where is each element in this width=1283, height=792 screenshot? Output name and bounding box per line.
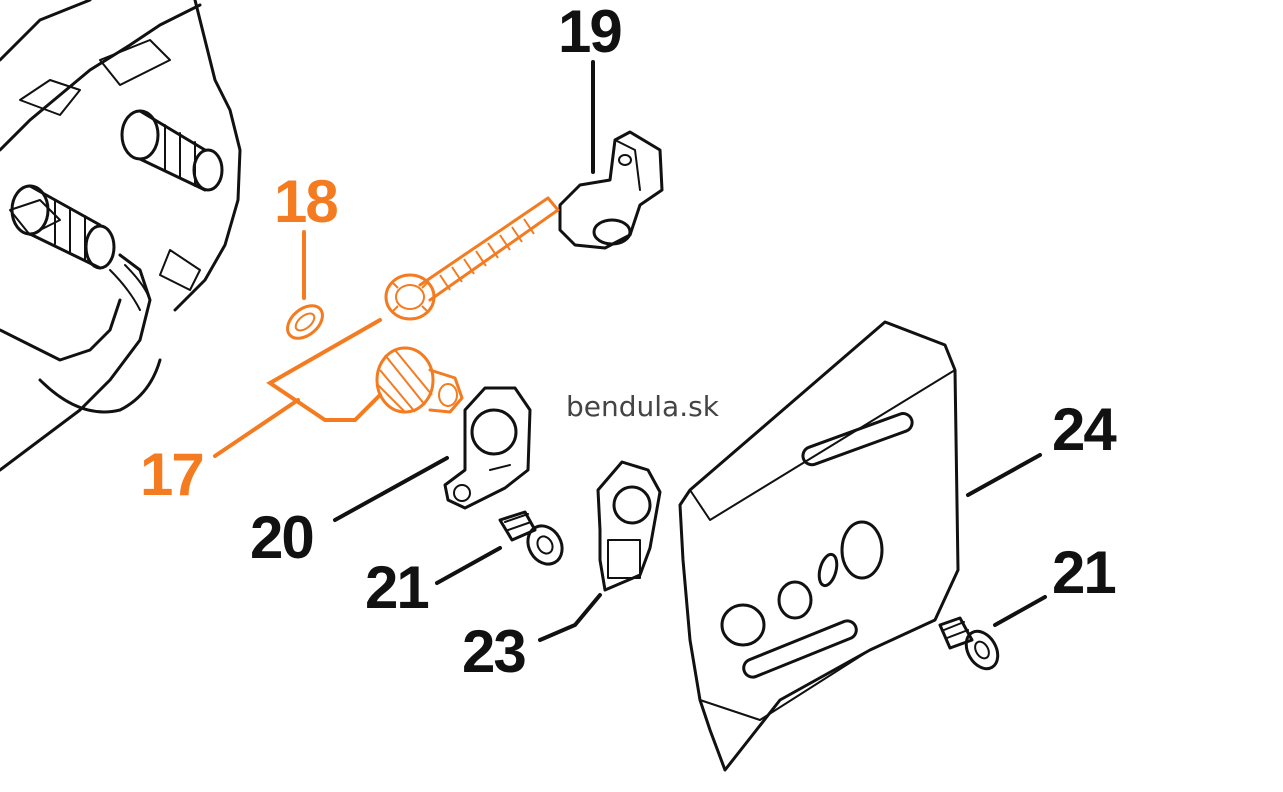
engine-housing <box>0 0 242 472</box>
callout-19: 19 <box>558 0 623 65</box>
part-23-guide <box>538 460 662 642</box>
callout-18: 18 <box>274 168 339 235</box>
callout-20: 20 <box>250 504 315 571</box>
callout-21-right: 21 <box>1052 539 1117 606</box>
piston-lower <box>10 184 116 270</box>
part-20-plate <box>333 386 532 522</box>
part-19-bracket <box>558 60 664 250</box>
part-21-screw-left <box>435 510 564 585</box>
part-24-cover <box>678 320 1042 772</box>
callout-21-left: 21 <box>365 554 430 621</box>
callout-24: 24 <box>1052 396 1117 463</box>
callout-23: 23 <box>462 618 527 685</box>
watermark-text: bendula.sk <box>566 390 719 423</box>
piston-upper <box>120 109 224 192</box>
part-18-oring-and-worm <box>286 196 560 340</box>
part-17-pump-gear <box>213 318 464 458</box>
part-21-screw-right <box>938 595 1047 671</box>
callout-17: 17 <box>140 441 205 508</box>
